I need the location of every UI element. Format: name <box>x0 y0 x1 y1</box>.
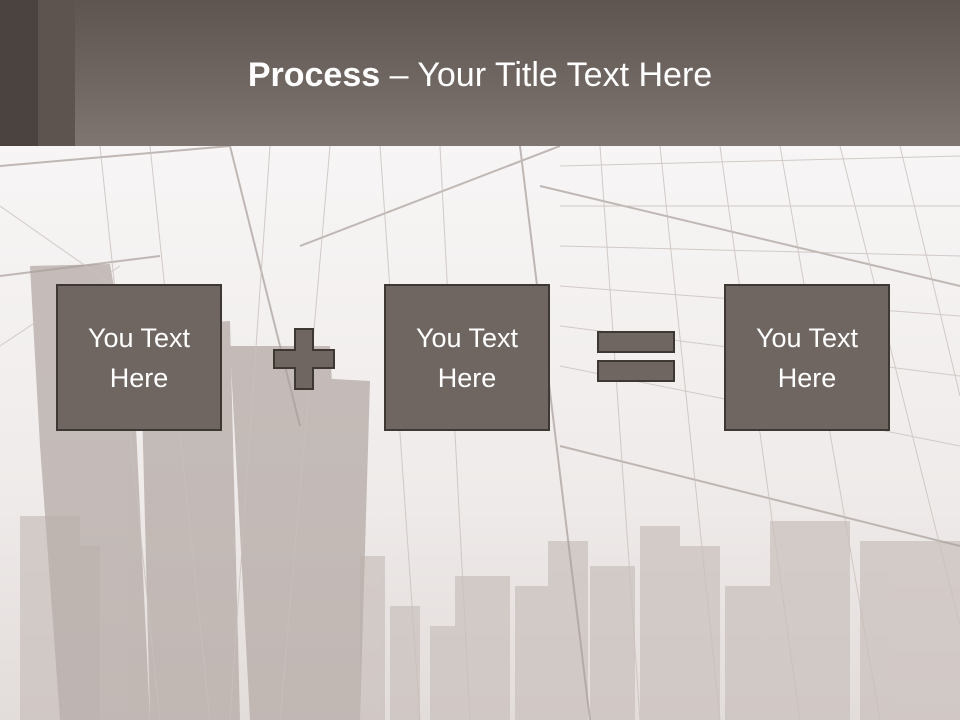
background-photo <box>0 146 960 720</box>
process-box-3[interactable]: You Text Here <box>724 284 890 431</box>
slide-title[interactable]: Process – Your Title Text Here <box>0 52 960 98</box>
process-box-2-text: You Text Here <box>415 322 519 393</box>
header-accent-dark <box>0 0 38 146</box>
process-box-1[interactable]: You Text Here <box>56 284 222 431</box>
process-box-3-text: You Text Here <box>755 322 859 393</box>
title-bold-part: Process <box>247 56 381 94</box>
header-accent-mid <box>38 0 75 146</box>
process-box-2[interactable]: You Text Here <box>384 284 550 431</box>
plus-icon <box>273 328 335 390</box>
bridge-skyline-image <box>0 146 960 720</box>
title-bar: Process – Your Title Text Here <box>0 0 960 146</box>
equals-icon <box>597 331 675 382</box>
title-rest-part: – Your Title Text Here <box>380 56 713 94</box>
process-box-1-text: You Text Here <box>87 322 191 393</box>
